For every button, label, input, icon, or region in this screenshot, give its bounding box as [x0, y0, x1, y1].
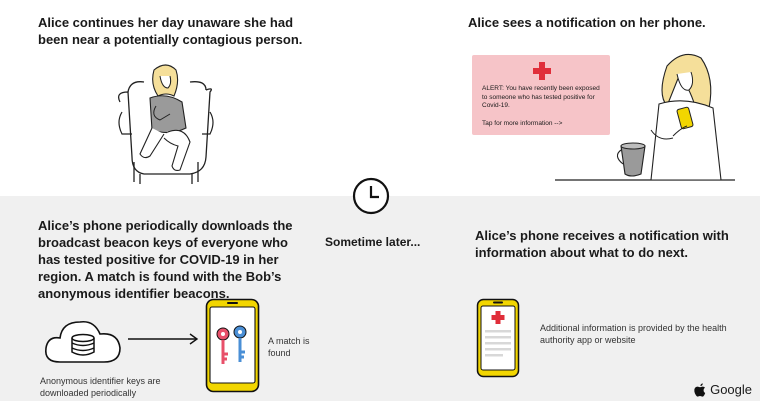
phone-with-keys-icon: [205, 298, 260, 393]
brand-logos: Google: [694, 382, 752, 397]
bottom-left-heading: Alice’s phone periodically downloads the…: [38, 218, 293, 301]
apple-logo-icon: [694, 382, 706, 397]
top-left-heading: Alice continues her day unaware she had …: [38, 15, 303, 47]
clock-icon: [352, 177, 390, 215]
alert-message: ALERT: You have recently been exposed to…: [482, 85, 600, 109]
top-right-heading: Alice sees a notification on her phone.: [468, 15, 706, 30]
blue-key-icon: [233, 325, 247, 362]
alert-tap-link: Tap for more information -->: [482, 120, 563, 127]
arrow-right-icon: [128, 333, 199, 345]
bottom-section-background: [0, 196, 760, 401]
bottom-right-caption: Additional information is provided by th…: [540, 323, 727, 345]
bottom-right-heading: Alice’s phone receives a notification wi…: [475, 228, 729, 260]
alert-notification-card: ALERT: You have recently been exposed to…: [472, 55, 610, 135]
phone-info-icon: [476, 298, 520, 378]
alice-with-mug-illustration: [555, 53, 735, 181]
red-cross-icon: [533, 62, 551, 80]
red-cross-small-icon: [491, 311, 505, 324]
sometime-later-label: Sometime later...: [325, 235, 421, 249]
pink-key-icon: [216, 327, 230, 364]
cloud-database-icon: [44, 320, 121, 363]
alice-armchair-illustration: [117, 64, 214, 184]
google-wordmark: Google: [710, 382, 752, 397]
cloud-caption: Anonymous identifier keys are downloaded…: [40, 376, 161, 398]
match-caption: A match is found: [268, 336, 310, 358]
